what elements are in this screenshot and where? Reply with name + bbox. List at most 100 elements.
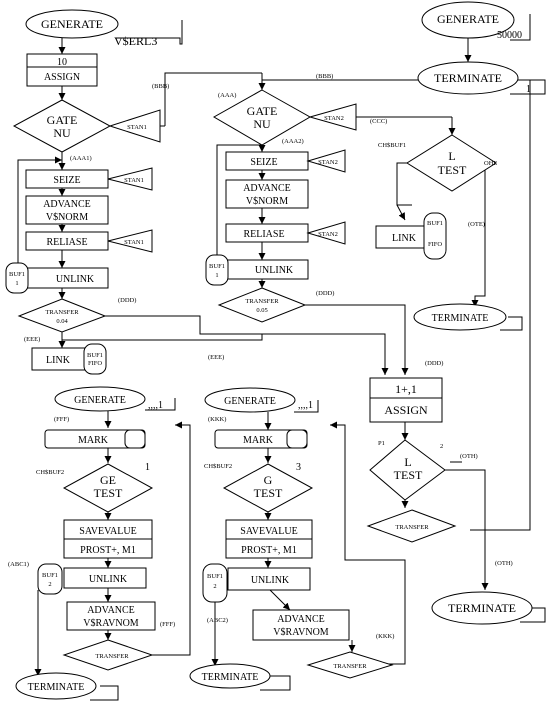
connectors [17,38,531,676]
transfer-label: TRANSFER [45,309,79,316]
savevalue-operand: PROST+, M1 [80,545,136,556]
terminate-label: TERMINATE [202,672,259,683]
bbb-label: (BBB) [152,83,169,90]
gate-label: GATE [47,113,78,127]
seize-2-block: SEIZE STAN2 [225,149,346,173]
link-buf1-fifo-1-block: LINK BUF1 FIFO (EEE) [31,343,224,375]
buf-label: BUF1 [207,573,223,580]
stan2-label: STAN2 [324,115,344,122]
buf-label: BUF1 [87,352,103,359]
mark-1-block: MARK [44,429,146,449]
release-label: RELIASE [243,229,284,240]
savevalue-label: SAVEVALUE [240,526,297,537]
ge-test-block: CH$BUF2 1 GE TEST [36,462,154,513]
release-2-block: RELIASE STAN2 [225,221,346,245]
stan1-label: STAN1 [124,239,144,246]
advance-norm-2-block: ADVANCE V$NORM [225,179,309,209]
advance-label: ADVANCE [43,199,91,210]
test-label: TEST [394,468,423,482]
buf-label: BUF1 [9,271,25,278]
terminate-right-2-block: TERMINATE [431,591,546,625]
generate-g-chain-block: GENERATE ,,,,1 (KKK) [204,387,319,423]
unlink-1-block: BUF1 1 UNLINK [5,262,109,294]
generate-operand: 50000 [497,30,522,41]
unlink-2-block: BUF1 1 UNLINK [205,254,309,286]
unlink-label: UNLINK [89,574,128,585]
mark-label: MARK [243,435,274,446]
ccc-label: (CCC) [370,118,387,125]
oth-label: (OTH) [495,560,513,567]
unlink-3-block: (ABC1) BUF1 2 UNLINK [8,561,147,595]
p1-label: P1 [378,440,385,447]
transfer-operand: 0.05 [256,307,267,314]
generate-operand: V$ERL3 [114,34,157,48]
unlink-label: UNLINK [251,575,290,586]
gate-operand: NU [53,126,71,140]
assign-label: ASSIGN [44,72,80,83]
fifo-label: FIFO [88,360,102,367]
ddd-label: (DDD) [118,297,136,304]
test-condition: G [264,473,273,487]
advance-label: ADVANCE [277,614,325,625]
fifo-label: FIFO [428,241,442,248]
seize-label: SEIZE [250,157,277,168]
transfer-005-block: TRANSFER 0.05 (DDD) [217,287,334,323]
ote-label: (OTE) [468,221,485,228]
buf-label: BUF1 [209,263,225,270]
test-operand: 1 [145,462,150,473]
advance-operand: V$RAVNOM [273,627,328,638]
advance-ravnom-1-block: ADVANCE V$RAVNOM (FFF) [66,601,175,631]
terminate-1-top-block: TERMINATE 1 [417,61,546,95]
g-test-block: CH$BUF2 3 G TEST [204,462,314,513]
stan1-label: STAN1 [124,177,144,184]
aaa-label: (AAA) [218,92,236,99]
stan2-label: STAN2 [318,159,338,166]
transfer-5-block: TRANSFER [306,651,394,679]
assign-operand: 10 [57,57,67,68]
abc2-label: (ABC2) [207,617,228,624]
generate-ge-chain-block: GENERATE ,,,,1 (FFF) [54,386,176,423]
l-test-1-block: CH$BUF1 L TEST OHE [378,134,497,192]
assign-10-block: 10 ASSIGN [26,53,98,87]
generate-50000-block: GENERATE 50000 [421,1,531,41]
transfer-3-block: TRANSFER (OTH) [366,509,513,567]
aaa2-label: (AAA2) [282,138,304,145]
test-label: TEST [254,486,283,500]
generate-label: GENERATE [437,12,499,26]
l-test-2-block: P1 2 (OTH) L TEST [369,439,478,501]
kkk-label: (KKK) [208,416,226,423]
generate-label: GENERATE [41,17,103,31]
release-1-block: RELIASE STAN1 [25,229,153,253]
eee-label: (EEE) [208,354,224,361]
assign-1plus1-block: (DDD) 1+,1 ASSIGN [369,360,443,423]
aaa1-label: (AAA1) [70,155,92,162]
test-operand: 2 [440,443,443,450]
assign-label: ASSIGN [384,403,428,417]
gate-operand: NU [253,117,271,131]
transfer-operand: 0.04 [56,318,68,325]
advance-operand: V$RAVNOM [83,618,138,629]
savevalue-1-block: SAVEVALUE PROST+, M1 [63,519,153,559]
generate-label: GENERATE [74,395,126,406]
ch-buf2-label: CH$BUF2 [204,463,232,470]
transfer-label: TRANSFER [333,663,367,670]
terminate-label: TERMINATE [28,682,85,693]
transfer-label: TRANSFER [95,653,129,660]
terminate-label: TERMINATE [432,313,489,324]
transfer-label: TRANSFER [245,298,279,305]
generate-erl3-block: GENERATE V$ERL3 [25,9,183,48]
eee-label: (EEE) [24,336,40,343]
link-label: LINK [392,233,417,244]
gate-label: GATE [247,104,278,118]
terminate-right-1-block: TERMINATE [413,303,523,331]
generate-label: GENERATE [224,396,276,407]
unlink-4-block: BUF1 2 UNLINK (ABC2) [202,563,311,624]
fff-label: (FFF) [160,621,175,628]
seize-1-block: SEIZE STAN1 [25,167,153,191]
buf-number: 2 [213,583,216,590]
stan2-label: STAN2 [318,231,338,238]
kkk-label: (KKK) [376,633,394,640]
seize-label: SEIZE [53,175,80,186]
test-condition: GE [100,473,116,487]
link-label: LINK [46,355,71,366]
